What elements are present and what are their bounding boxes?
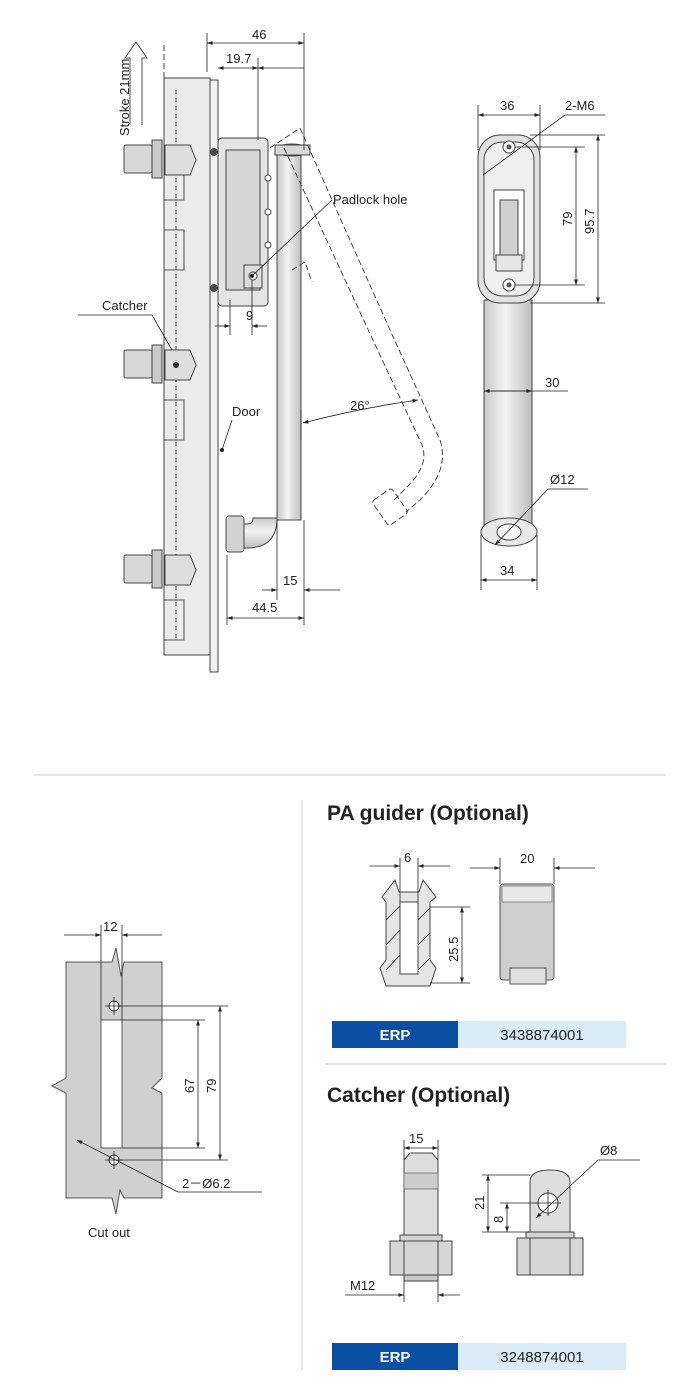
dim-15: 15: [283, 573, 297, 588]
catcher-erp-value: 3248874001: [500, 1349, 583, 1366]
cutout-drawing: 12 67 79 2－Ø6.2 Cut out: [50, 919, 262, 1240]
dim-34: 34: [500, 563, 514, 578]
pa-dim-20: 20: [520, 851, 534, 866]
stroke-label: Stroke 21mm: [117, 59, 132, 136]
catcher-dim-m12: M12: [350, 1278, 375, 1293]
pa-guider-section: PA guider (Optional) 6 25.5 20 ERP 34388…: [327, 802, 626, 1048]
dim-19-7: 19.7: [226, 51, 251, 66]
catcher-label: Catcher: [102, 298, 148, 313]
catcher-bolt-top: [123, 139, 197, 179]
door-label: Door: [232, 404, 261, 419]
dim-79-front: 79: [560, 212, 575, 226]
pa-dim-25-5: 25.5: [446, 937, 461, 962]
lock-housing: [210, 137, 272, 307]
pa-erp-value-cell: [458, 1021, 626, 1048]
front-handle-grip: [483, 299, 533, 529]
cutout-slot: [100, 1019, 123, 1149]
catcher-section: Catcher (Optional) 15 M12: [327, 1084, 640, 1370]
dim-26-deg: 26°: [350, 398, 370, 413]
dim-diameter-12: Ø12: [550, 472, 575, 487]
front-view: 36 2-M6 79 95.7 30 Ø12 34: [477, 98, 605, 590]
catcher-dim-8: 8: [491, 1216, 506, 1223]
catcher-bolt-mid: [123, 344, 197, 384]
catcher-erp-value-cell: [458, 1343, 626, 1370]
catcher-dim-21: 21: [472, 1196, 487, 1210]
stroke-indicator: Stroke 21mm: [117, 41, 148, 136]
cutout-caption: Cut out: [88, 1225, 130, 1240]
pa-guider-title: PA guider (Optional): [327, 802, 529, 825]
handle-closed: [225, 143, 311, 553]
catcher-front-view: [389, 1152, 453, 1282]
side-view: Stroke 21mm: [78, 27, 443, 673]
pa-erp-value: 3438874001: [500, 1027, 583, 1044]
catcher-dim-d8: Ø8: [600, 1143, 617, 1158]
handle-open-outline: [269, 127, 443, 526]
cutout-dim-hole: 2－Ø6.2: [182, 1176, 230, 1191]
dim-95-7: 95.7: [582, 209, 597, 234]
dim-2-m6: 2-M6: [565, 98, 595, 113]
pa-erp-label-cell: [332, 1021, 458, 1048]
dim-44-5: 44.5: [252, 600, 277, 615]
catcher-erp-label: ERP: [380, 1349, 411, 1366]
cutout-dim-12: 12: [103, 919, 117, 934]
catcher-side-view: [516, 1169, 584, 1276]
cutout-dim-79: 79: [204, 1079, 219, 1093]
door-plate: [209, 79, 219, 673]
catcher-erp-label-cell: [332, 1343, 458, 1370]
catcher-title: Catcher (Optional): [327, 1084, 510, 1107]
dim-30: 30: [545, 375, 559, 390]
dim-9: 9: [246, 308, 253, 323]
cutout-dim-67: 67: [182, 1079, 197, 1093]
padlock-label: Padlock hole: [333, 192, 407, 207]
catcher-bolt-bottom: [123, 549, 197, 589]
catcher-dim-15: 15: [409, 1131, 423, 1146]
dim-36: 36: [500, 98, 514, 113]
padlock-leader: [251, 199, 333, 277]
stroke-arrow-icon: [124, 41, 148, 125]
dim-46: 46: [252, 27, 266, 42]
pa-erp-label: ERP: [380, 1027, 411, 1044]
pa-dim-6: 6: [404, 850, 411, 865]
